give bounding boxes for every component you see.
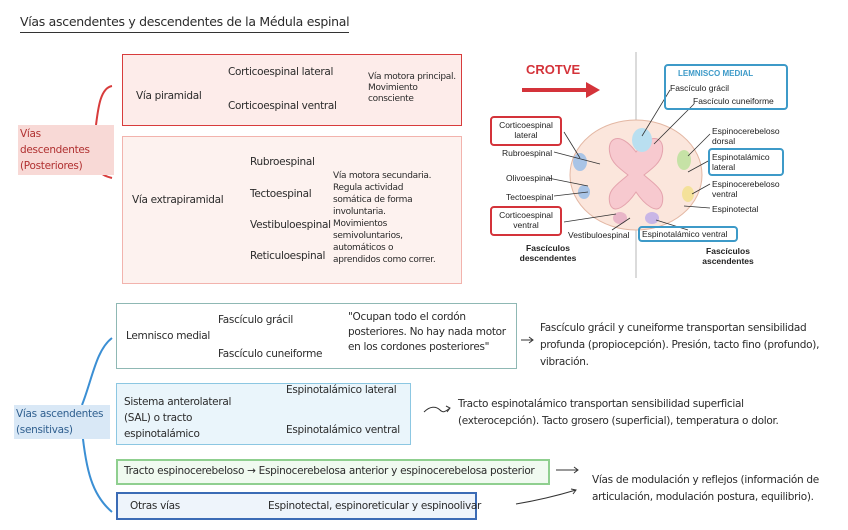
- piramidal-note: Vía motora principal. Movimiento conscie…: [368, 72, 456, 104]
- extrapiramidal-item-4: Reticuloespinal: [250, 250, 326, 262]
- sal-box: [116, 383, 411, 445]
- fig-label-espinocerebeloso-ventral: Espinocerebeloso ventral: [712, 179, 780, 199]
- lemnisco-box: [116, 303, 517, 369]
- fig-label-espinotalamico-lateral: Espinotalámico lateral: [712, 152, 770, 172]
- fig-label-olivoespinal: Olivoespinal: [506, 173, 553, 183]
- piramidal-item-2: Corticoespinal ventral: [228, 100, 337, 112]
- lemnisco-medial-tag: [664, 64, 788, 110]
- fig-label-rubroespinal: Rubroespinal: [502, 148, 553, 158]
- espinotalamico-ventral-tag: [638, 226, 738, 242]
- fig-label-espinocerebeloso-dorsal: Espinocerebeloso dorsal: [712, 126, 780, 146]
- fig-label-tectoespinal: Tectoespinal: [506, 192, 554, 202]
- sal-item-2: Espinotalámico ventral: [286, 424, 400, 436]
- page-title: Vías ascendentes y descendentes de la Mé…: [20, 14, 350, 33]
- piramidal-box: [122, 54, 462, 126]
- extrapiramidal-item-1: Rubroespinal: [250, 156, 315, 168]
- corticoespinal-ventral-tag: [490, 206, 562, 236]
- spinal-cord-figure: CROTVE LEMNISCO MEDIAL Fascículo grácil …: [488, 52, 838, 278]
- spinal-cord-illustration: [522, 52, 711, 278]
- fig-label-espinotectal: Espinotectal: [712, 204, 759, 214]
- otras-vias-label: Otras vías: [130, 500, 180, 512]
- fig-label-fasciculos-descendentes: Fascículos descendentes: [519, 243, 577, 263]
- crotve-label: CROTVE: [526, 62, 581, 77]
- fig-label-fasciculo-gracil: Fascículo grácil: [670, 83, 730, 93]
- extrapiramidal-label: Vía extrapiramidal: [132, 194, 224, 206]
- sal-label: Sistema anterolateral (SAL) o tracto esp…: [124, 396, 232, 440]
- descendentes-group-label: Vías descendentes (Posteriores): [18, 125, 114, 175]
- espinotalamico-lateral-tag: [708, 148, 784, 176]
- fig-label-fasciculos-ascendentes: Fascículos ascendentes: [702, 246, 754, 266]
- otras-vias-text: Espinotectal, espinoreticular y espinool…: [268, 500, 482, 512]
- piramidal-item-1: Corticoespinal lateral: [228, 66, 334, 78]
- espinocerebeloso-text: Tracto espinocerebeloso → Espinocerebelo…: [124, 465, 535, 477]
- corticoespinal-lateral-tag: [490, 116, 562, 146]
- fig-label-espinotalamico-ventral: Espinotalámico ventral: [642, 229, 728, 239]
- fig-label-corticoespinal-ventral: Corticoespinal ventral: [499, 210, 553, 230]
- lemnisco-item-1: Fascículo grácil: [218, 314, 294, 326]
- extrapiramidal-note: Vía motora secundaria. Regula actividad …: [333, 171, 436, 265]
- piramidal-label: Vía piramidal: [136, 90, 202, 102]
- modulacion-text: Vías de modulación y reflejos (informaci…: [592, 474, 819, 503]
- lemnisco-item-2: Fascículo cuneiforme: [218, 348, 323, 360]
- otras-vias-box: [116, 492, 477, 520]
- lemnisco-medial-title: LEMNISCO MEDIAL: [678, 69, 754, 78]
- fig-label-corticoespinal-lateral: Corticoespinal lateral: [499, 120, 553, 140]
- fig-label-fasciculo-cuneiforme: Fascículo cuneiforme: [693, 96, 774, 106]
- extrapiramidal-box: [122, 136, 462, 284]
- lemnisco-label: Lemnisco medial: [126, 330, 211, 342]
- extrapiramidal-item-3: Vestibuloespinal: [250, 219, 331, 231]
- sal-item-1: Espinotalámico lateral: [286, 384, 397, 396]
- ascendentes-group-label: Vías ascendentes (sensitivas): [14, 405, 110, 439]
- extrapiramidal-item-2: Tectoespinal: [250, 188, 312, 200]
- lemnisco-note: "Ocupan todo el cordón posteriores. No h…: [348, 311, 506, 353]
- espinocerebeloso-box: [116, 459, 550, 485]
- sal-arrow-text: Tracto espinotalámico transportan sensib…: [458, 398, 779, 427]
- lemnisco-arrow-text: Fascículo grácil y cuneiforme transporta…: [540, 322, 820, 368]
- fig-label-vestibuloespinal: Vestibuloespinal: [568, 230, 630, 240]
